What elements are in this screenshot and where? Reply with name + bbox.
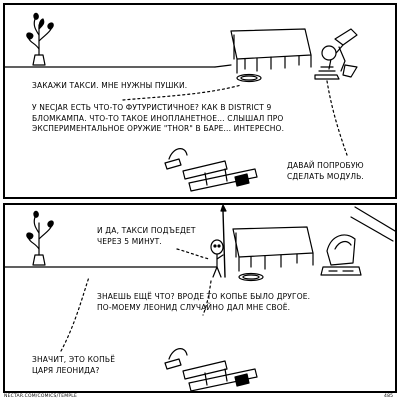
speech-tail xyxy=(60,276,90,352)
footer-page-number: 485 xyxy=(384,394,394,399)
panel-2-art xyxy=(5,205,395,391)
panel-1-art xyxy=(5,12,358,192)
panel-2-question-line-2: ЦАРЯ ЛЕОНИДА? xyxy=(32,365,100,375)
panel-2-para-line-2: ПО-МОЕМУ ЛЕОНИД СЛУЧАЙНО ДАЛ МНЕ СВОЁ. xyxy=(97,302,291,312)
plant-icon xyxy=(26,12,54,66)
panel-1-para-line-3: ЭКСПЕРИМЕНТАЛЬНОЕ ОРУЖИЕ "THOR" В БАРЕ..… xyxy=(32,124,285,133)
speech-tail xyxy=(326,80,348,156)
table-icon xyxy=(230,28,312,74)
weapon-icon xyxy=(164,148,258,192)
panel-1-para-line-2: БЛОМКАМПА. ЧТО-ТО ТАКОЕ ИНОПЛАНЕТНОЕ... … xyxy=(32,113,284,123)
machine-icon xyxy=(320,234,362,276)
plant-icon xyxy=(26,210,54,266)
panel-2-line-1: И ДА, ТАКСИ ПОДЪЕДЕТ xyxy=(97,226,196,235)
panel-2-question-line-1: ЗНАЧИТ, ЭТО КОПЬЁ xyxy=(32,355,116,364)
character-figure xyxy=(210,205,227,278)
speech-tail xyxy=(202,280,212,316)
panel-1-reply-line-2: СДЕЛАТЬ МОДУЛЬ. xyxy=(287,171,364,181)
panel-2-para-line-1: ЗНАЕШЬ ЕЩЁ ЧТО? ВРОДЕ ТО КОПЬЕ БЫЛО ДРУГ… xyxy=(97,292,311,301)
comic-panel-1: ЗАКАЖИ ТАКСИ. МНЕ НУЖНЫ ПУШКИ. У NECJAR … xyxy=(3,3,397,199)
comic-panel-2: И ДА, ТАКСИ ПОДЪЕДЕТ ЧЕРЕЗ 5 МИНУТ. ЗНАЕ… xyxy=(3,203,397,393)
panel-1-para-line-1: У NECJAR ЕСТЬ ЧТО-ТО ФУТУРИСТИЧНОЕ? КАК … xyxy=(32,103,272,112)
panel-2-line-2: ЧЕРЕЗ 5 МИНУТ. xyxy=(97,236,162,246)
panel-1-reply-line-1: ДАВАЙ ПОПРОБУЮ xyxy=(287,161,364,170)
panel-1-line-1: ЗАКАЖИ ТАКСИ. МНЕ НУЖНЫ ПУШКИ. xyxy=(32,81,188,90)
character-figure xyxy=(314,28,358,80)
footer-site: NECTAR.COM/COMICS/TEMPLE xyxy=(4,394,78,399)
speech-tail xyxy=(122,84,242,101)
speech-tail xyxy=(176,248,210,260)
weapon-icon xyxy=(164,348,258,391)
table-icon xyxy=(232,226,314,272)
